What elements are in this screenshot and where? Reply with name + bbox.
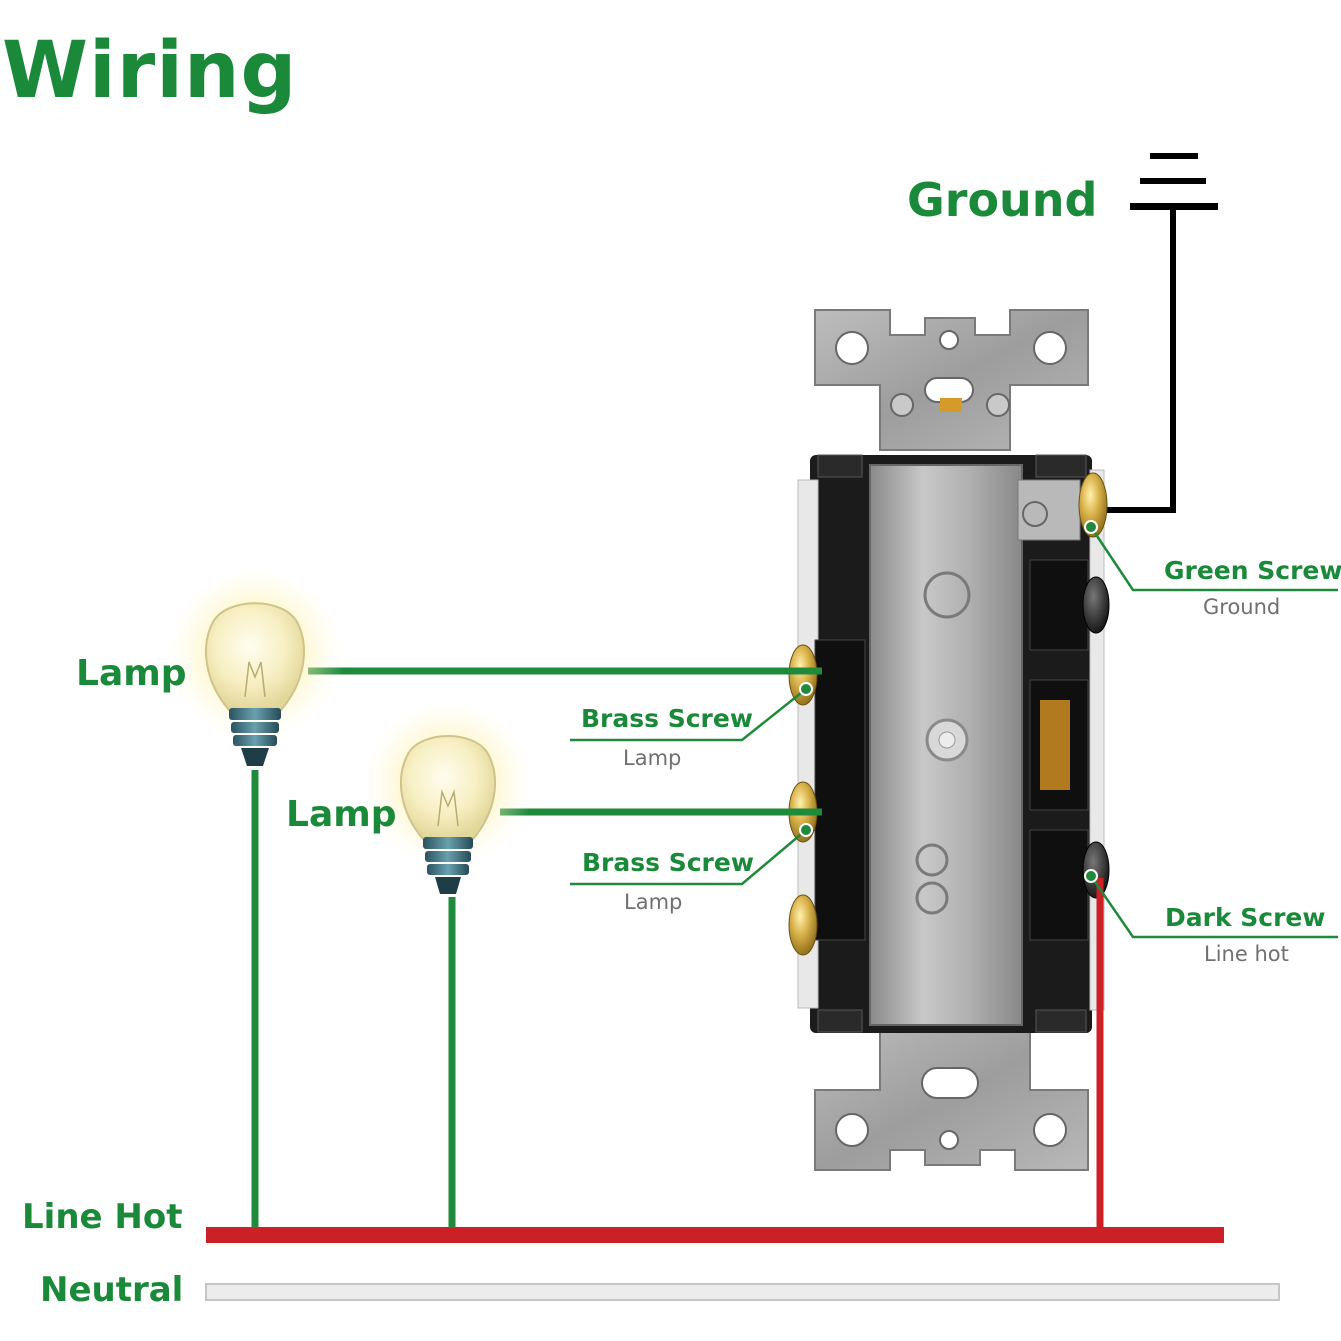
switch-device-icon [788, 309, 1110, 1171]
page-title: Wiring [2, 26, 298, 116]
lamp-label-1: Lamp [76, 653, 187, 694]
light-bulb-icon [362, 706, 534, 894]
line-hot-label: Line Hot [22, 1197, 183, 1237]
lamp-label-2: Lamp [286, 794, 397, 835]
dark-screw-title: Dark Screw [1165, 903, 1326, 932]
ground-wire [1088, 210, 1176, 513]
brass-screw-2-title: Brass Screw [582, 848, 754, 877]
brass-screw-1-title: Brass Screw [581, 704, 753, 733]
neutral-rail [205, 1283, 1280, 1301]
light-bulb-icon [165, 572, 345, 766]
ground-label: Ground [907, 173, 1098, 227]
ground-symbol-icon [1130, 153, 1218, 210]
neutral-label: Neutral [40, 1270, 184, 1310]
brass-screw-1-sub: Lamp [623, 746, 682, 770]
callout-leaders [570, 526, 1338, 939]
dark-screw-sub: Line hot [1204, 942, 1289, 966]
green-screw-sub: Ground [1203, 595, 1281, 619]
brass-screw-2-sub: Lamp [624, 890, 683, 914]
callout-dots [799, 520, 1098, 883]
green-screw-title: Green Screw [1164, 556, 1341, 585]
